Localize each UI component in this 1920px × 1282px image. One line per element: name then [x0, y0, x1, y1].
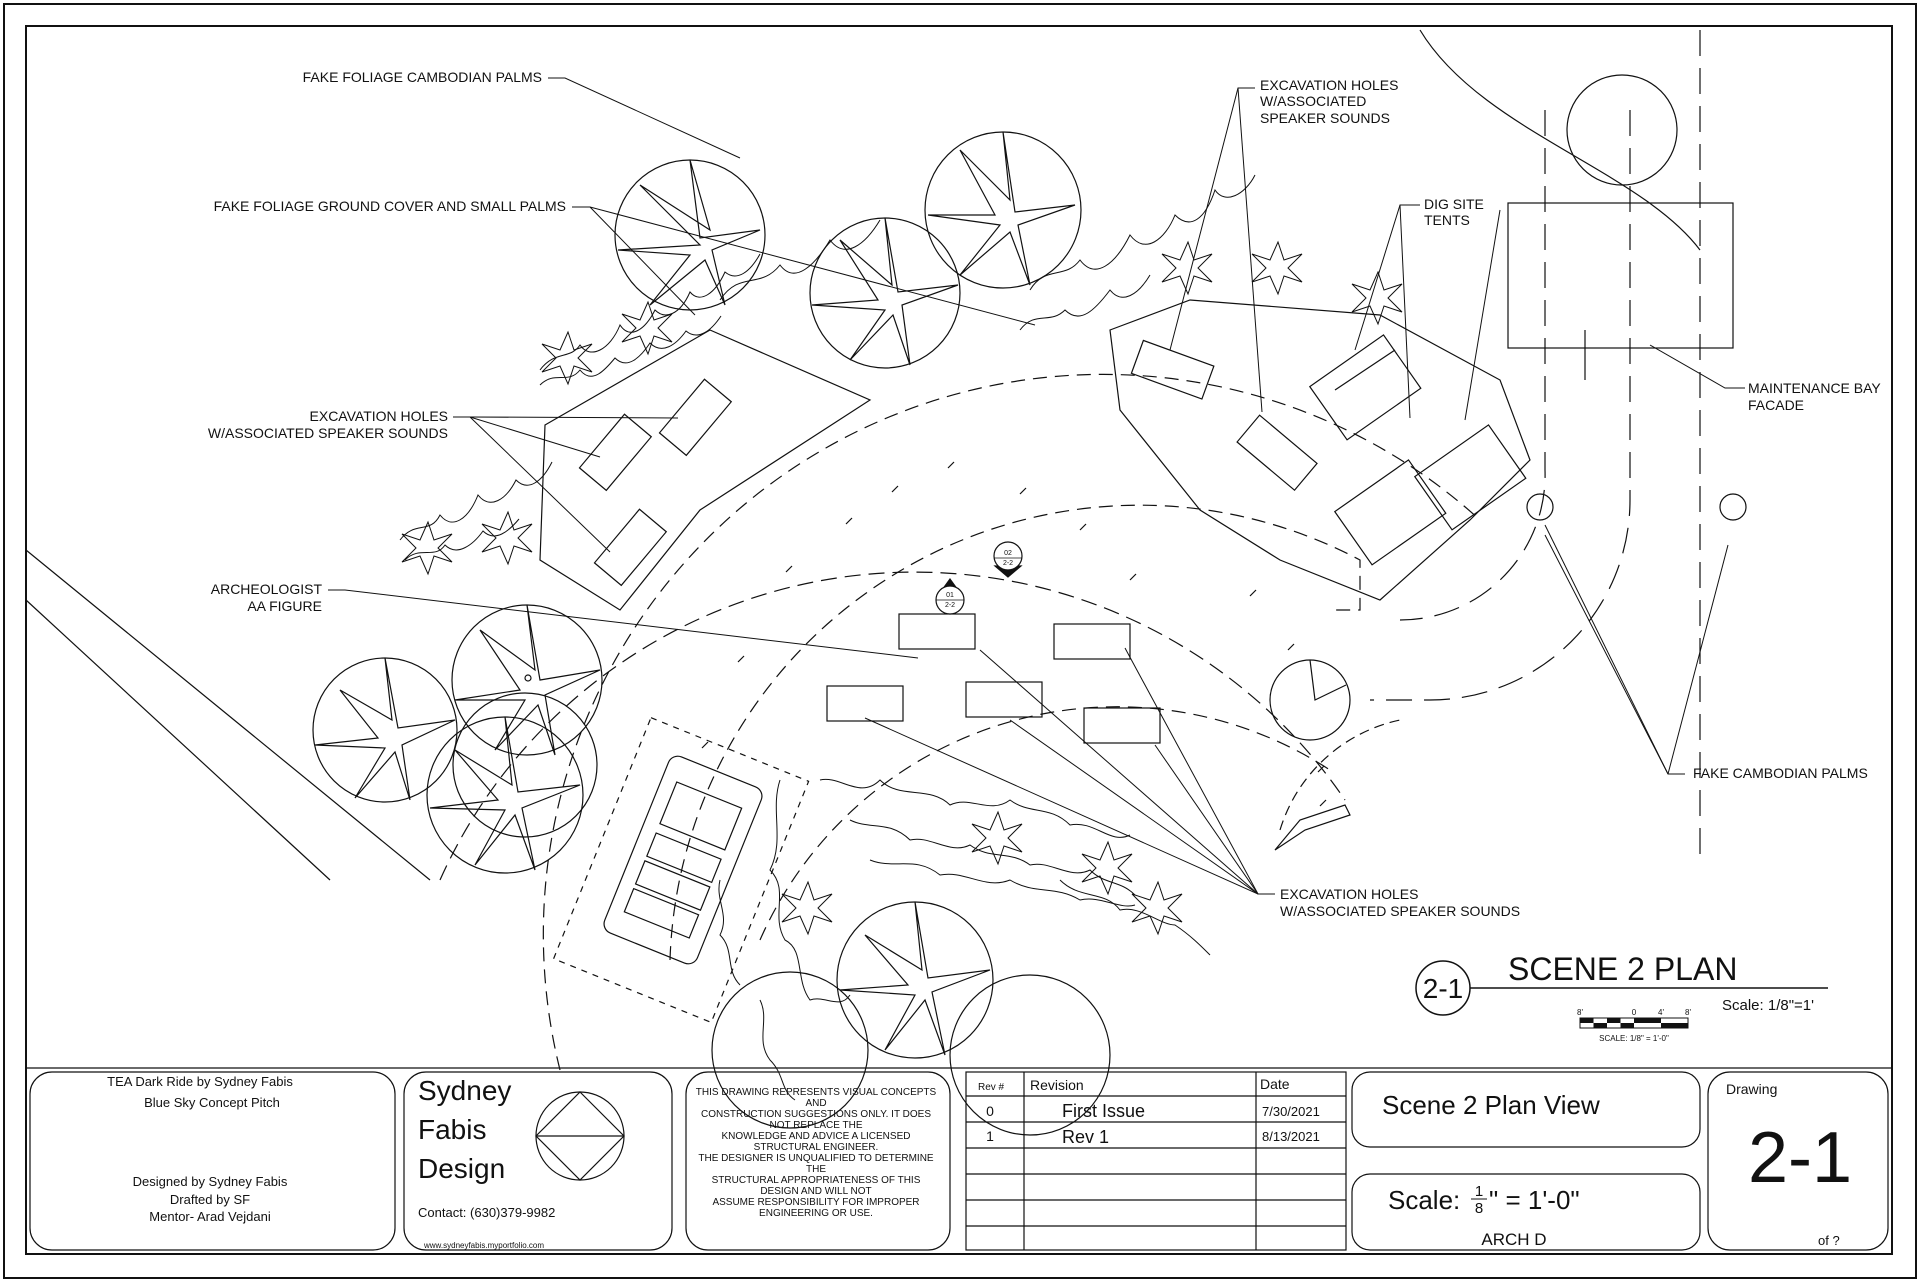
svg-text:STRUCTURAL ENGINEER.: STRUCTURAL ENGINEER. [754, 1142, 879, 1153]
rev-row-revision: First Issue [1062, 1101, 1145, 1121]
svg-text:ENGINEERING OR USE.: ENGINEERING OR USE. [759, 1208, 873, 1219]
view-scale: Scale: 1/8"=1' [1722, 997, 1814, 1014]
drafted-by: Drafted by SF [170, 1192, 250, 1207]
firm-website: www.sydneyfabis.myportfolio.com [423, 1241, 544, 1250]
sheet-title: Scene 2 Plan View [1382, 1090, 1600, 1120]
excavation-rect [1083, 707, 1161, 744]
note-excavation-top-1: EXCAVATION HOLES [1260, 77, 1398, 93]
firm-name-3: Design [418, 1153, 505, 1184]
svg-text:AND: AND [805, 1098, 826, 1109]
view-title: 2-1 SCENE 2 PLAN Scale: 1/8"=1' 8' 0 4' … [1415, 951, 1828, 1043]
note-excavation-top-2: W/ASSOCIATED [1260, 93, 1366, 109]
note-ground-cover: FAKE FOLIAGE GROUND COVER AND SMALL PALM… [214, 198, 566, 214]
ride-path-outer [542, 373, 1481, 1071]
dig-site-tents [1308, 334, 1527, 566]
disclaimer: THIS DRAWING REPRESENTS VISUAL CONCEPTS … [696, 1087, 937, 1219]
svg-text:ASSUME RESPONSIBILITY FOR IMPR: ASSUME RESPONSIBILITY FOR IMPROPER [712, 1197, 919, 1208]
rev-row-number: 0 [986, 1103, 994, 1119]
firm-name-2: Fabis [418, 1114, 486, 1145]
rev-row-date: 7/30/2021 [1262, 1104, 1320, 1119]
excavation-rect [898, 613, 976, 650]
rev-row-number: 1 [986, 1128, 994, 1144]
scalebar-tick: 4' [1658, 1008, 1664, 1017]
rev-header-date: Date [1260, 1076, 1290, 1092]
drawing-of: of ? [1818, 1233, 1840, 1248]
plan-drawing [25, 29, 1747, 1136]
svg-text:CONSTRUCTION SUGGESTIONS ONLY.: CONSTRUCTION SUGGESTIONS ONLY. IT DOES [701, 1109, 931, 1120]
section-marker-01-bottom: 2-2 [945, 602, 955, 609]
view-number: 2-1 [1423, 973, 1463, 1004]
left-zone [539, 329, 872, 611]
section-marker-01-top: 01 [946, 592, 954, 599]
site-boundary-line [25, 599, 331, 881]
right-zone [1109, 299, 1531, 601]
svg-text:THE: THE [806, 1164, 826, 1175]
sheet-scale-denominator: 8 [1475, 1200, 1483, 1217]
mentor: Mentor- Arad Vejdani [149, 1209, 271, 1224]
ride-path-track [439, 571, 1346, 881]
rev-row-revision: Rev 1 [1062, 1127, 1109, 1147]
inner-border [25, 25, 1893, 1255]
note-excavation-top-3: SPEAKER SOUNDS [1260, 110, 1390, 126]
note-cambodian-palms-right: FAKE CAMBODIAN PALMS [1693, 765, 1868, 781]
ride-path-inner [759, 706, 1331, 941]
svg-text:STRUCTURAL APPROPRIATENESS OF: STRUCTURAL APPROPRIATENESS OF THIS [712, 1175, 921, 1186]
svg-text:THIS DRAWING REPRESENTS VISUAL: THIS DRAWING REPRESENTS VISUAL CONCEPTS [696, 1087, 937, 1098]
rev-row-date: 8/13/2021 [1262, 1129, 1320, 1144]
project-line1: TEA Dark Ride by Sydney Fabis [107, 1074, 293, 1089]
scalebar-caption: SCALE: 1/8" = 1'-0" [1599, 1034, 1669, 1043]
jeep-vehicle [552, 716, 810, 1024]
sheet-scale-numerator: 1 [1475, 1183, 1483, 1200]
note-maintenance-2: FACADE [1748, 397, 1804, 413]
svg-text:THE DESIGNER IS UNQUALIFIED TO: THE DESIGNER IS UNQUALIFIED TO DETERMINE [698, 1153, 934, 1164]
note-dig-site-1: DIG SITE [1424, 196, 1484, 212]
round-planter [1269, 659, 1351, 741]
note-excavation-bottom-2: W/ASSOCIATED SPEAKER SOUNDS [1280, 903, 1520, 919]
excavation-rect [1053, 623, 1131, 660]
excavation-rect [965, 681, 1043, 718]
drawing-label: Drawing [1726, 1081, 1777, 1097]
ride-path-middle [669, 504, 1361, 961]
note-dig-site-2: TENTS [1424, 212, 1470, 228]
scalebar-tick: 0 [1632, 1008, 1637, 1017]
note-archeologist-2: AA FIGURE [247, 598, 322, 614]
scalebar-tick: 8' [1685, 1008, 1691, 1017]
note-excavation-bottom-1: EXCAVATION HOLES [1280, 886, 1418, 902]
paper-size: ARCH D [1481, 1230, 1546, 1249]
note-excavation-left-1: EXCAVATION HOLES [310, 408, 448, 424]
scale-bar: 8' 0 4' 8' SCALE: 1/8" = 1'-0" [1577, 1008, 1691, 1043]
svg-text:DESIGN AND WILL NOT: DESIGN AND WILL NOT [760, 1186, 871, 1197]
note-maintenance-1: MAINTENANCE BAY [1748, 380, 1881, 396]
view-title-text: SCENE 2 PLAN [1508, 951, 1737, 987]
svg-text:NOT REPLACE THE: NOT REPLACE THE [770, 1120, 863, 1131]
excavation-rect [826, 685, 904, 722]
ground-cover-stars [401, 240, 1403, 936]
maintenance-bay [1507, 202, 1734, 349]
drawing-number: 2-1 [1748, 1118, 1852, 1198]
note-cambodian-palms-top: FAKE FOLIAGE CAMBODIAN PALMS [303, 69, 542, 85]
rev-header-revision: Revision [1030, 1077, 1084, 1093]
sheet-scale-prefix: Scale: [1388, 1185, 1460, 1215]
svg-text:KNOWLEDGE AND ADVICE A LICENSE: KNOWLEDGE AND ADVICE A LICENSED [722, 1131, 911, 1142]
section-marker-02-bottom: 2-2 [1003, 560, 1013, 567]
rev-header-number: Rev # [978, 1082, 1005, 1093]
designed-by: Designed by Sydney Fabis [133, 1174, 288, 1189]
ground-cover [399, 174, 1256, 1101]
title-block [26, 1067, 1892, 1251]
site-boundary-line [25, 549, 431, 881]
note-excavation-left-2: W/ASSOCIATED SPEAKER SOUNDS [208, 425, 448, 441]
leader-lines [328, 77, 1745, 895]
firm-name-1: Sydney [418, 1075, 511, 1106]
section-marker-02 [993, 541, 1023, 578]
track-marks [701, 461, 1327, 807]
sheet-scale-suffix: " = 1'-0" [1489, 1185, 1580, 1215]
project-line2: Blue Sky Concept Pitch [144, 1095, 280, 1110]
section-marker-02-top: 02 [1004, 550, 1012, 557]
scalebar-tick: 8' [1577, 1008, 1583, 1017]
firm-contact: Contact: (630)379-9982 [418, 1205, 555, 1220]
note-archeologist-1: ARCHEOLOGIST [211, 581, 323, 597]
palm-trees [312, 131, 1111, 1136]
outer-border [3, 3, 1917, 1279]
